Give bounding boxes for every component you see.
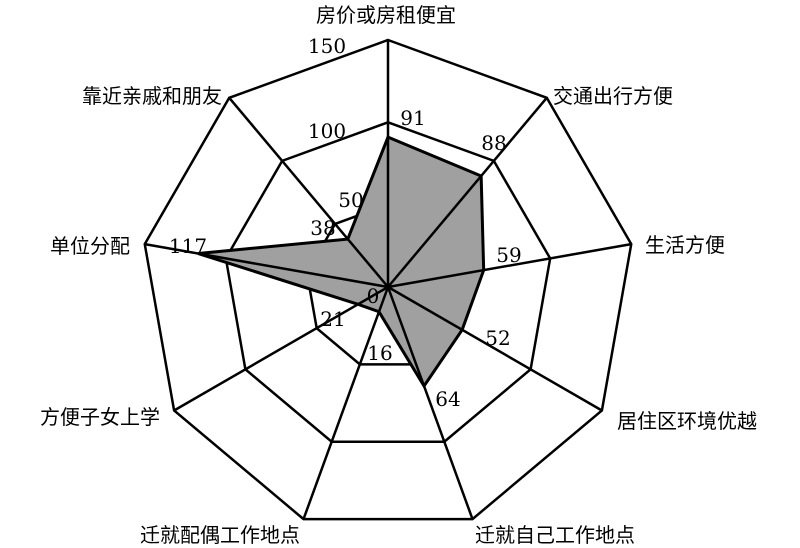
value-label: 21: [320, 307, 345, 331]
value-label: 38: [310, 216, 335, 240]
axis-line: [144, 242, 389, 289]
category-label: 方便子女上学: [40, 405, 160, 429]
grid-ring: [224, 121, 552, 443]
data-area: [197, 135, 486, 389]
scale-tick-label: 0: [367, 284, 380, 308]
grid-ring: [143, 38, 633, 521]
value-label: 16: [367, 341, 392, 365]
axis-line: [302, 286, 390, 520]
axis-line: [387, 96, 548, 288]
value-label: 117: [169, 234, 207, 258]
scale-tick-label: 50: [338, 188, 363, 212]
value-label: 91: [400, 106, 425, 130]
value-label: 59: [496, 243, 521, 267]
axis-line: [387, 242, 632, 289]
value-label: 64: [435, 387, 460, 411]
value-label: 52: [485, 326, 510, 350]
axis-line: [386, 286, 474, 520]
category-label: 生活方便: [645, 233, 725, 257]
axis-line: [228, 96, 389, 288]
category-label: 单位分配: [50, 234, 130, 258]
axis-line: [173, 285, 389, 412]
category-label: 房价或房租便宜: [316, 3, 456, 27]
category-label: 交通出行方便: [553, 84, 673, 108]
category-label: 靠近亲戚和朋友: [82, 84, 222, 108]
scale-tick-label: 100: [308, 119, 346, 143]
value-label: 88: [481, 131, 506, 155]
axis-line: [387, 285, 603, 412]
category-label: 迁就自己工作地点: [475, 523, 635, 547]
scale-tick-label: 150: [308, 34, 346, 58]
category-label: 居住区环境优越: [617, 409, 757, 433]
category-label: 迁就配偶工作地点: [140, 523, 300, 547]
